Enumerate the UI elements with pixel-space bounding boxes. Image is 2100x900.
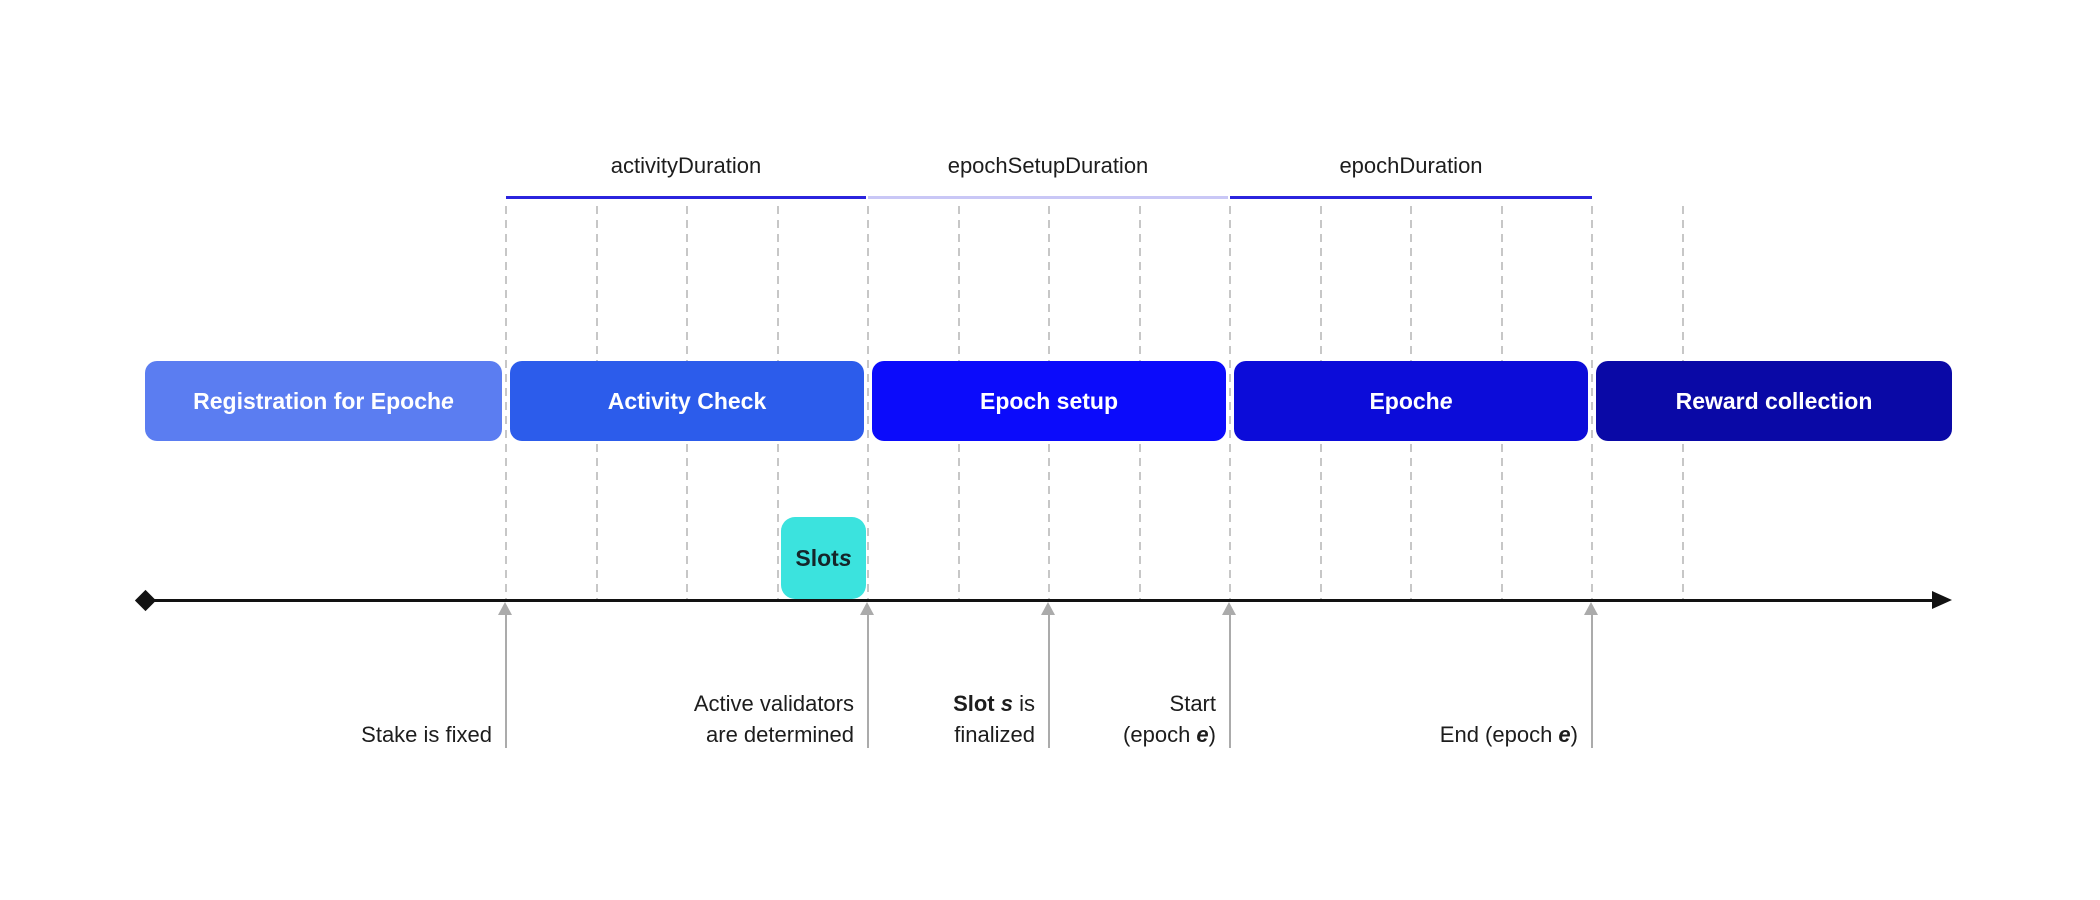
duration-line: [868, 196, 1228, 199]
phase-segment: Epoch e: [1234, 361, 1588, 441]
slot-label: Slot: [795, 544, 839, 571]
annotation-text: Start: [1169, 691, 1216, 716]
annotation-text: End (epoch: [1439, 722, 1559, 747]
annotation-line: Stake is fixed: [361, 719, 492, 750]
phase-label-emphasis: e: [1439, 387, 1453, 414]
slot-marker: Slot s: [781, 517, 866, 599]
event-annotation: Start (epoch e): [1123, 688, 1216, 750]
event-arrowhead-icon: [1222, 602, 1236, 615]
duration-label: epochSetupDuration: [947, 153, 1149, 178]
phase-segment: Registration for Epoch e: [145, 361, 502, 441]
event-arrow: [505, 614, 507, 748]
duration-label: activityDuration: [610, 153, 762, 178]
event-annotation: Stake is fixed: [361, 719, 492, 750]
phase-label: Reward collection: [1675, 387, 1873, 414]
annotation-text: (epoch: [1123, 722, 1197, 747]
timeline-axis: [145, 599, 1936, 602]
event-arrowhead-icon: [860, 602, 874, 615]
dashed-gridline: [505, 206, 507, 600]
event-annotation: Active validators are determined: [694, 688, 854, 750]
phase-label: Epoch: [1369, 387, 1440, 414]
annotation-text: e: [1558, 722, 1571, 747]
timeline-arrowhead-icon: [1932, 591, 1952, 609]
slot-label-emphasis: s: [838, 544, 852, 571]
annotation-text: finalized: [954, 722, 1035, 747]
event-arrow: [1229, 614, 1231, 748]
event-arrowhead-icon: [498, 602, 512, 615]
annotation-line: End (epoch e): [1440, 719, 1578, 750]
annotation-text: Active validators: [693, 691, 854, 716]
phase-label: Epoch setup: [979, 387, 1118, 414]
event-arrow: [867, 614, 869, 748]
event-annotation: Slot s is finalized: [953, 688, 1035, 750]
annotation-text: ): [1208, 722, 1216, 747]
annotation-line: (epoch e): [1123, 719, 1216, 750]
annotation-line: are determined: [694, 719, 854, 750]
annotation-text: e: [1196, 722, 1209, 747]
annotation-line: Start: [1123, 688, 1216, 719]
annotation-text: ): [1570, 722, 1578, 747]
event-arrowhead-icon: [1584, 602, 1598, 615]
event-arrowhead-icon: [1041, 602, 1055, 615]
annotation-text: Stake is fixed: [361, 722, 492, 747]
event-arrow: [1048, 614, 1050, 748]
phase-segment: Activity Check: [510, 361, 864, 441]
event-arrow: [1591, 614, 1593, 748]
phase-segment: Reward collection: [1596, 361, 1952, 441]
annotation-text: are determined: [706, 722, 854, 747]
annotation-text: s: [1000, 691, 1013, 716]
annotation-text: Slot: [953, 691, 1001, 716]
event-annotation: End (epoch e): [1440, 719, 1578, 750]
annotation-line: Slot s is: [953, 688, 1035, 719]
annotation-line: Active validators: [694, 688, 854, 719]
dashed-gridline: [867, 206, 869, 600]
dashed-gridline: [1591, 206, 1593, 600]
dashed-gridline: [1229, 206, 1231, 600]
annotation-line: finalized: [953, 719, 1035, 750]
phase-label: Registration for Epoch: [193, 387, 442, 414]
phase-segment: Epoch setup: [872, 361, 1226, 441]
duration-line: [1230, 196, 1592, 199]
duration-line: [506, 196, 866, 199]
annotation-text: is: [1013, 691, 1035, 716]
duration-label: epochDuration: [1339, 153, 1483, 178]
phase-label: Activity Check: [607, 387, 767, 414]
phase-label-emphasis: e: [441, 387, 454, 414]
